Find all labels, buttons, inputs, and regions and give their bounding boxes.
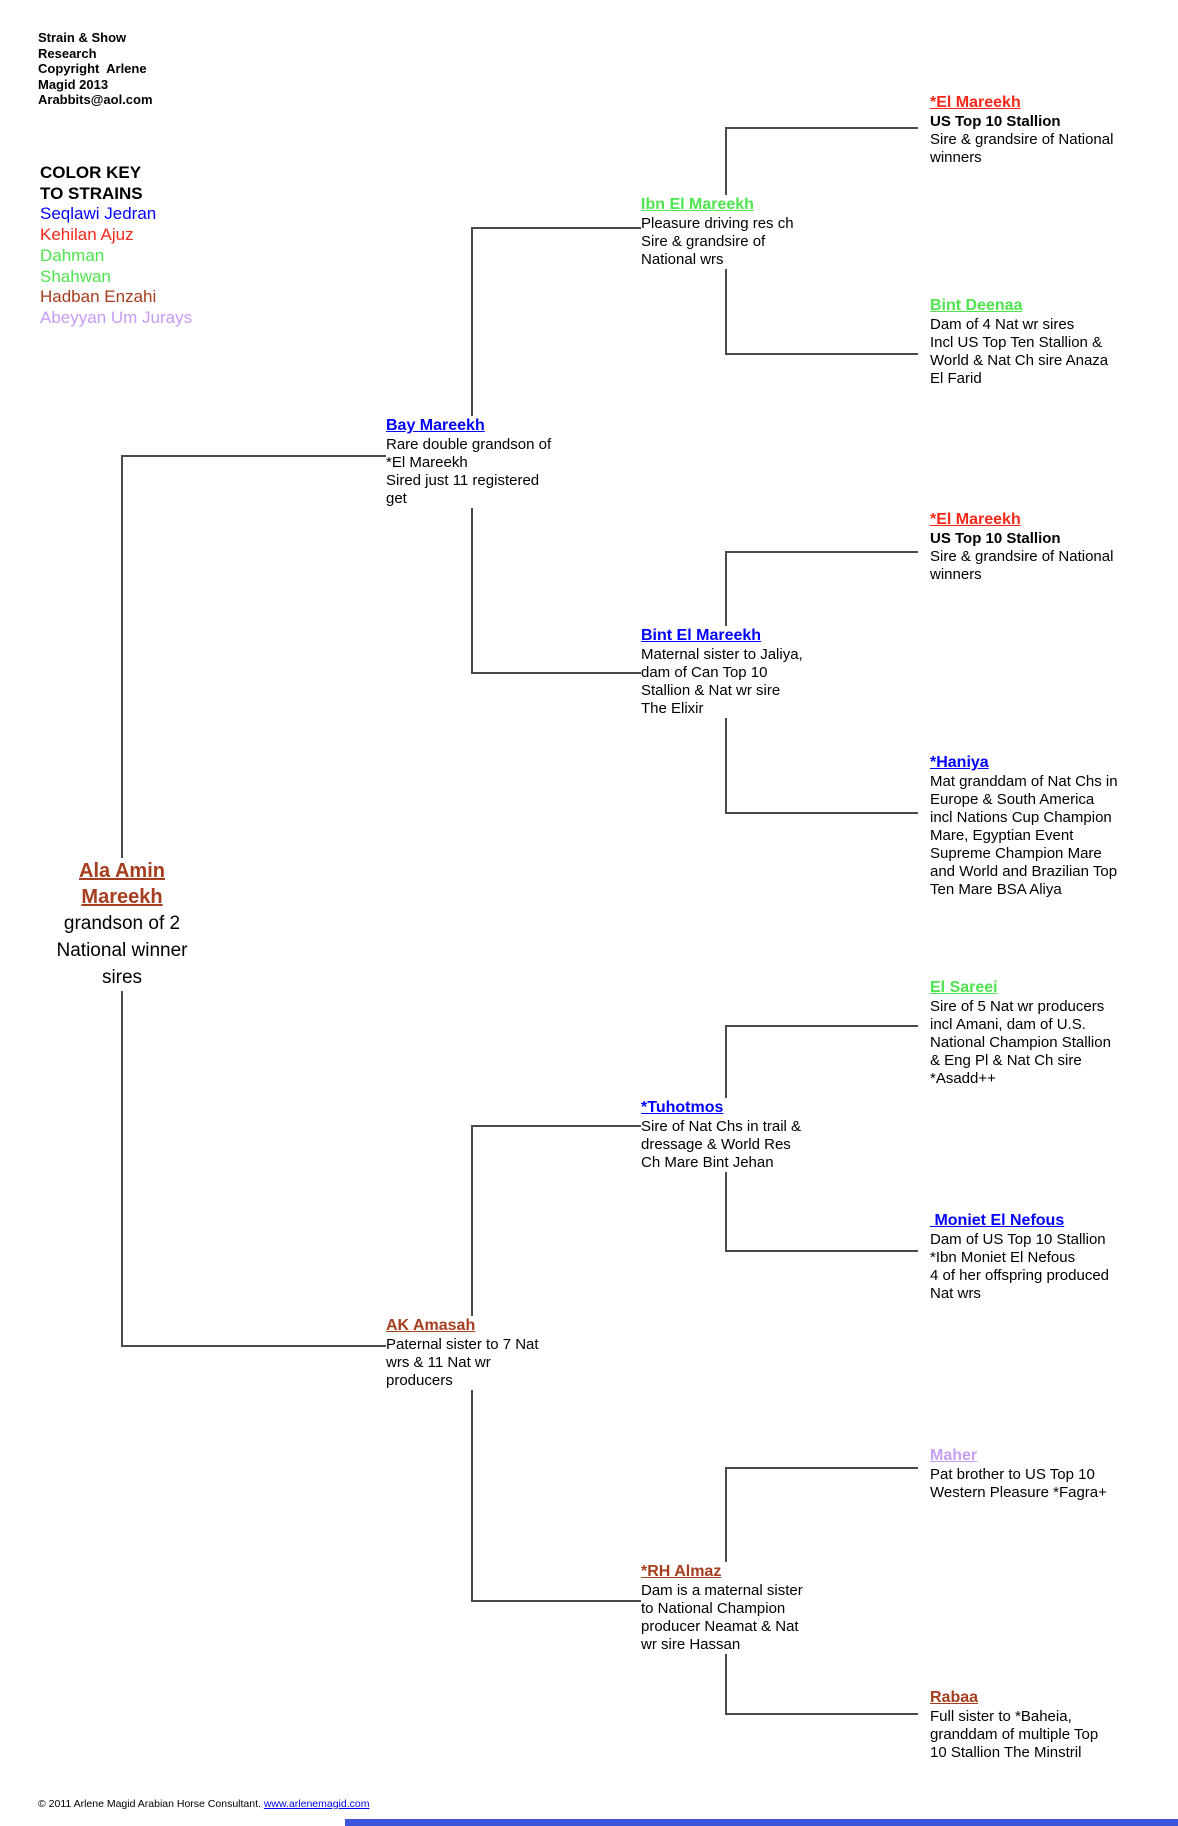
connector-line — [471, 672, 641, 674]
horse-description: Dam of US Top 10 Stallion*Ibn Moniet El … — [930, 1231, 1110, 1302]
strain-kehilan-ajuz: Kehilan Ajuz — [40, 225, 134, 245]
node-rabaa: Rabaa Full sister to *Baheia,granddam of… — [930, 1688, 1099, 1762]
strain-abeyyan-um-jurays: Abeyyan Um Jurays — [40, 307, 193, 327]
footer-text: © 2011 Arlene Magid Arabian Horse Consul… — [38, 1798, 264, 1810]
strain-hadban-enzahi: Hadban Enzahi — [40, 287, 157, 307]
connector-line — [725, 1467, 918, 1469]
connector-line — [725, 812, 918, 814]
connector-line — [725, 1250, 918, 1252]
horse-name-link-el-mareekh[interactable]: *El Mareekh — [930, 511, 1021, 528]
horse-name-link-rabaa[interactable]: Rabaa — [930, 1689, 979, 1706]
node-el-mareekh-top: *El Mareekh US Top 10 Stallion Sire & gr… — [930, 93, 1114, 167]
horse-subtitle: US Top 10 Stallion — [930, 530, 1061, 547]
node-bay-mareekh: Bay Mareekh Rare double grandson of*El M… — [386, 416, 552, 508]
horse-description: Sire of Nat Chs in trail &dressage & Wor… — [641, 1118, 802, 1171]
horse-name-link-bint-el-mareekh[interactable]: Bint El Mareekh — [641, 627, 762, 644]
horse-name-link-maher[interactable]: Maher — [930, 1447, 978, 1464]
horse-description: Full sister to *Baheia,granddam of multi… — [930, 1708, 1099, 1761]
strain-shahwan: Shahwan — [40, 266, 111, 286]
horse-name-link-haniya[interactable]: *Haniya — [930, 754, 989, 771]
footer-website-link[interactable]: www.arlenemagid.com — [263, 1798, 370, 1810]
strain-seqlawi-jedran: Seqlawi Jedran — [40, 204, 157, 224]
strain-dahman: Dahman — [40, 245, 105, 265]
connector-line — [471, 1125, 641, 1127]
node-moniet-el-nefous: Moniet El Nefous Dam of US Top 10 Stalli… — [930, 1211, 1110, 1303]
connector-line — [121, 455, 386, 457]
connector-line — [725, 353, 918, 355]
horse-name-link-el-sareei[interactable]: El Sareei — [930, 979, 998, 996]
bottom-blue-bar — [345, 1819, 1178, 1826]
horse-subtitle: US Top 10 Stallion — [930, 113, 1061, 130]
connector-line — [725, 127, 918, 129]
horse-name-link-moniet-el-nefous[interactable]: Moniet El Nefous — [930, 1212, 1065, 1229]
node-tuhotmos: *Tuhotmos Sire of Nat Chs in trail &dres… — [641, 1098, 802, 1172]
connector-line — [471, 227, 641, 229]
connector-line — [725, 1713, 918, 1715]
horse-name-link-ibn-el-mareekh[interactable]: Ibn El Mareekh — [641, 196, 754, 213]
node-bint-el-mareekh: Bint El Mareekh Maternal sister to Jaliy… — [641, 626, 803, 718]
horse-name-link-bay-mareekh[interactable]: Bay Mareekh — [386, 417, 485, 434]
connector-line — [471, 1600, 641, 1602]
connector-line — [725, 1025, 918, 1027]
horse-name-link-el-mareekh[interactable]: *El Mareekh — [930, 94, 1021, 111]
connector-line — [121, 1345, 386, 1347]
horse-name-link-bint-deenaa[interactable]: Bint Deenaa — [930, 297, 1023, 314]
horse-description: Maternal sister to Jaliya,dam of Can Top… — [641, 646, 803, 717]
horse-name-link-ak-amasah[interactable]: AK Amasah — [386, 1317, 476, 1334]
horse-name-link-rh-almaz[interactable]: *RH Almaz — [641, 1563, 722, 1580]
footer-copyright: © 2011 Arlene Magid Arabian Horse Consul… — [38, 1798, 369, 1811]
node-el-mareekh-second: *El Mareekh US Top 10 Stallion Sire & gr… — [930, 510, 1114, 584]
connector-line — [725, 551, 918, 553]
horse-name-link-tuhotmos[interactable]: *Tuhotmos — [641, 1099, 724, 1116]
